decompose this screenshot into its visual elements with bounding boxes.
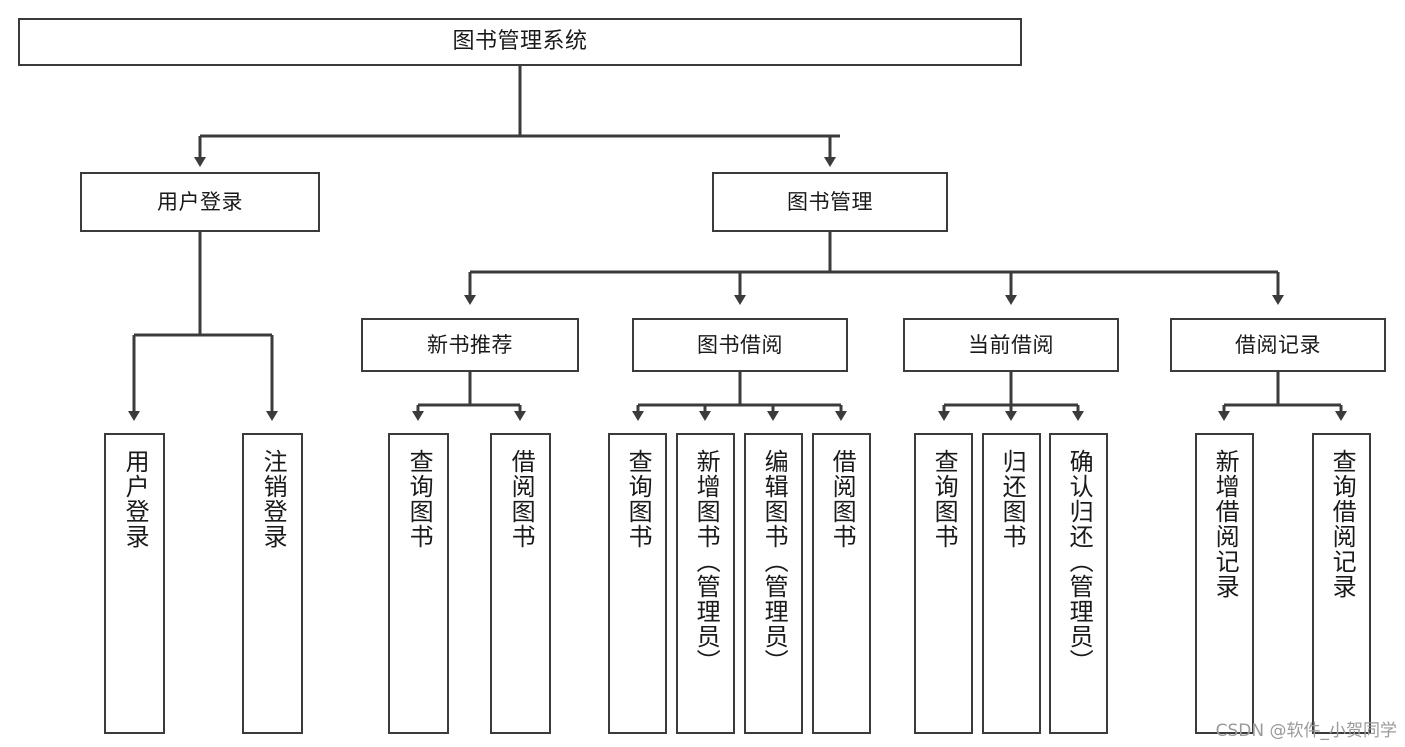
- node-current-borrow[interactable]: 当前借阅: [903, 318, 1119, 372]
- node-user-login[interactable]: 用户登录: [80, 172, 320, 232]
- node-leaf-query-book-1-label: 查询图书: [405, 449, 434, 549]
- node-book-management-label: 图书管理: [787, 189, 873, 214]
- node-new-book-recommend[interactable]: 新书推荐: [361, 318, 579, 372]
- node-leaf-query-book-1[interactable]: 查询图书: [388, 433, 449, 734]
- node-leaf-logout-label: 注销登录: [259, 449, 288, 549]
- node-book-management[interactable]: 图书管理: [712, 172, 948, 232]
- node-leaf-borrow-book-1-label: 借阅图书: [507, 449, 536, 549]
- node-leaf-add-record[interactable]: 新增借阅记录: [1195, 433, 1254, 734]
- node-leaf-borrow-book-2[interactable]: 借阅图书: [812, 433, 871, 734]
- node-leaf-return-book-label: 归还图书: [998, 449, 1027, 549]
- node-book-borrow[interactable]: 图书借阅: [632, 318, 848, 372]
- node-user-login-label: 用户登录: [157, 189, 243, 214]
- node-leaf-query-record[interactable]: 查询借阅记录: [1312, 433, 1371, 734]
- node-leaf-confirm-return[interactable]: 确认归还（管理员）: [1049, 433, 1108, 734]
- node-leaf-query-book-2-label: 查询图书: [624, 449, 653, 549]
- node-leaf-confirm-return-label: 确认归还（管理员）: [1065, 449, 1094, 674]
- node-leaf-user-login[interactable]: 用户登录: [104, 433, 165, 734]
- node-leaf-query-book-3[interactable]: 查询图书: [914, 433, 973, 734]
- node-book-borrow-label: 图书借阅: [697, 332, 783, 357]
- node-leaf-edit-book-label: 编辑图书（管理员）: [760, 449, 789, 674]
- node-leaf-logout[interactable]: 注销登录: [242, 433, 303, 734]
- node-leaf-query-record-label: 查询借阅记录: [1328, 449, 1357, 599]
- node-leaf-user-login-label: 用户登录: [121, 449, 150, 549]
- node-root-label: 图书管理系统: [452, 29, 588, 55]
- node-new-book-recommend-label: 新书推荐: [427, 332, 513, 357]
- watermark-text: CSDN @软件_小贺同学: [1215, 721, 1397, 741]
- node-leaf-add-record-label: 新增借阅记录: [1211, 449, 1240, 599]
- node-root[interactable]: 图书管理系统: [18, 18, 1022, 66]
- node-leaf-query-book-3-label: 查询图书: [930, 449, 959, 549]
- node-leaf-add-book[interactable]: 新增图书（管理员）: [676, 433, 735, 734]
- node-leaf-borrow-book-1[interactable]: 借阅图书: [490, 433, 551, 734]
- node-current-borrow-label: 当前借阅: [968, 332, 1054, 357]
- node-leaf-query-book-2[interactable]: 查询图书: [608, 433, 667, 734]
- node-leaf-edit-book[interactable]: 编辑图书（管理员）: [744, 433, 803, 734]
- node-leaf-borrow-book-2-label: 借阅图书: [828, 449, 857, 549]
- node-leaf-add-book-label: 新增图书（管理员）: [692, 449, 721, 674]
- node-leaf-return-book[interactable]: 归还图书: [982, 433, 1041, 734]
- node-borrow-record[interactable]: 借阅记录: [1170, 318, 1386, 372]
- node-borrow-record-label: 借阅记录: [1235, 332, 1321, 357]
